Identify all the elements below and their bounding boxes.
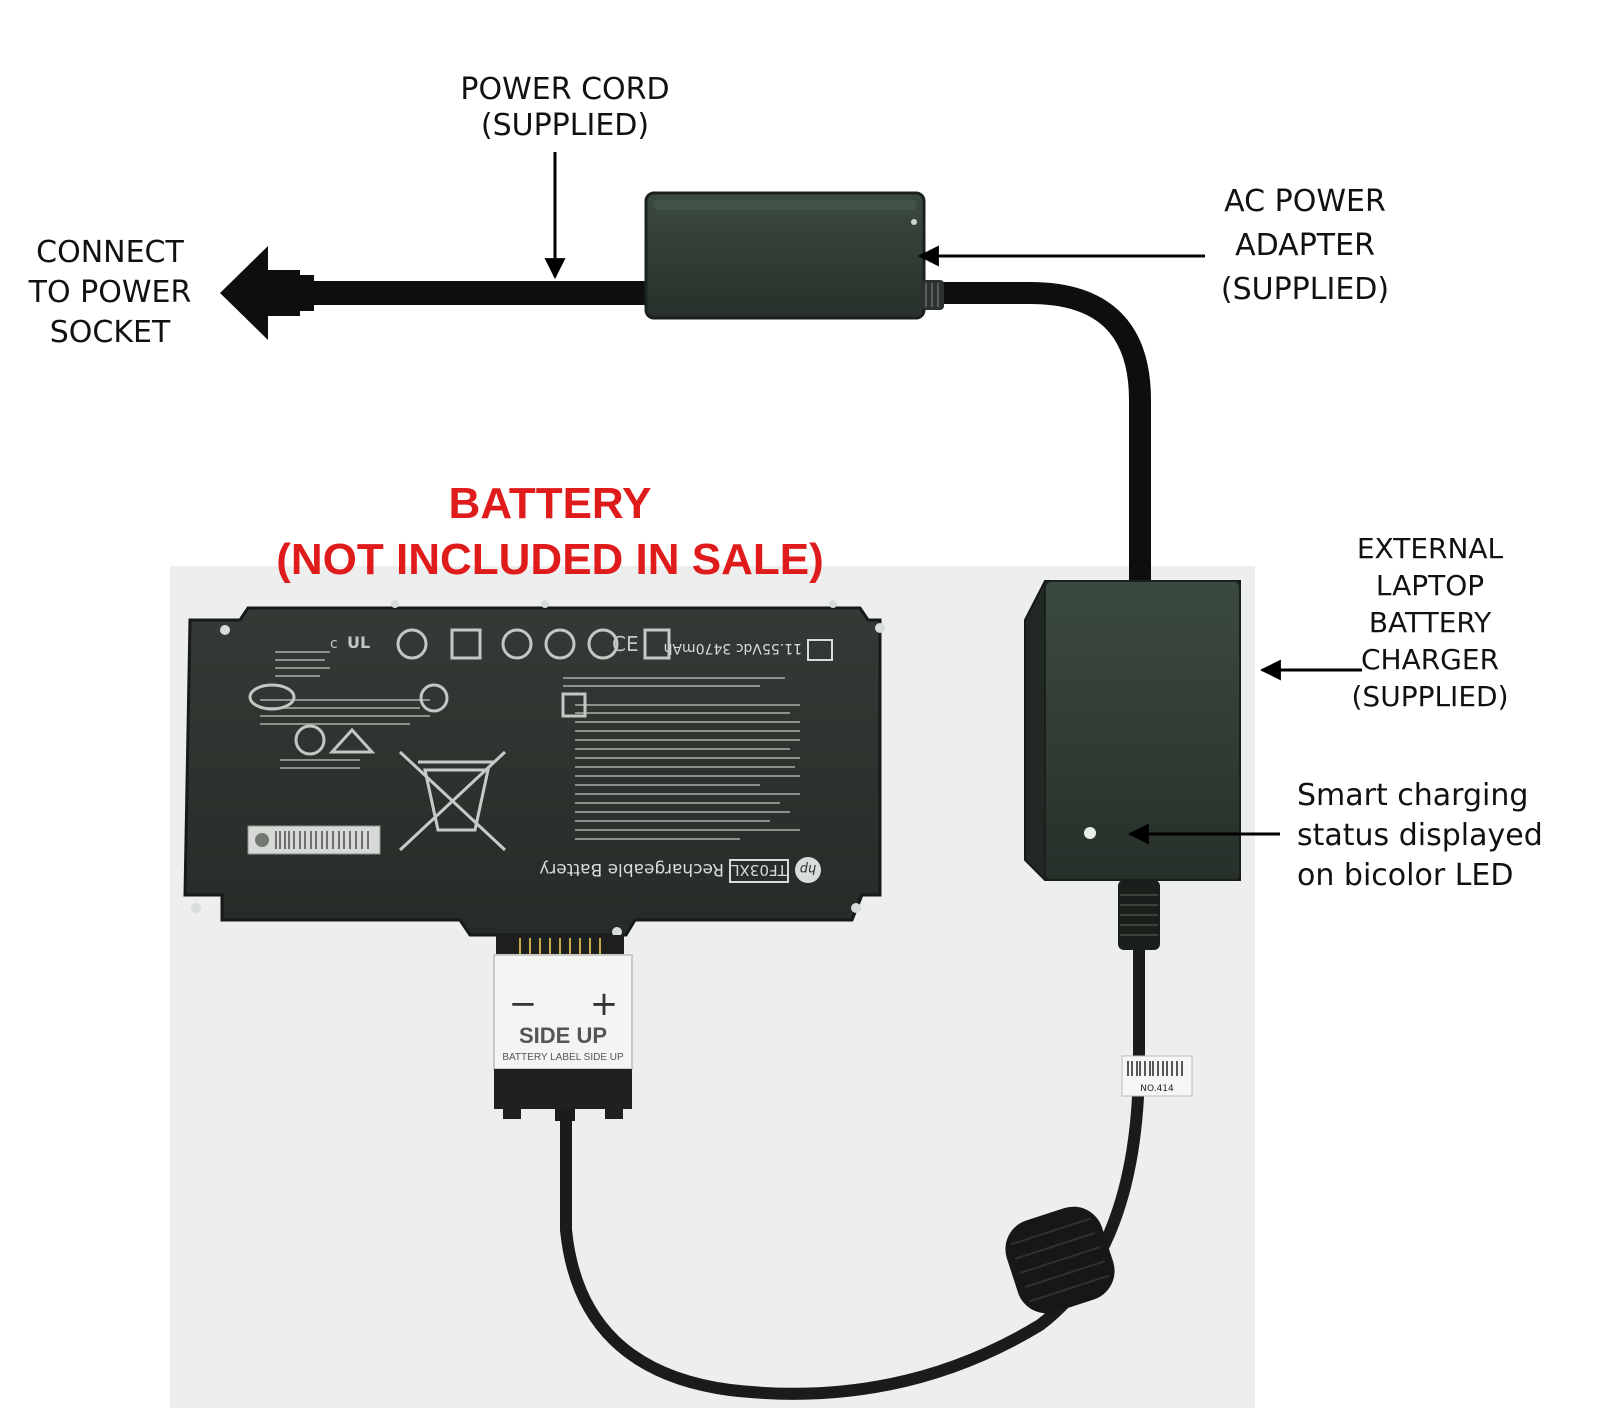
battery-voltage: 11.55Vdc 3470mAh xyxy=(664,640,802,656)
socket-arrow-icon xyxy=(220,246,268,340)
external-battery-charger xyxy=(1024,580,1241,950)
connector-plus: + xyxy=(590,984,619,1024)
connector-minus: − xyxy=(509,984,538,1024)
battery-connector: − + SIDE UP BATTERY LABEL SIDE UP xyxy=(493,935,633,1121)
cable-tag-number: NO.414 xyxy=(1140,1084,1174,1094)
charger-cable xyxy=(560,950,1145,1400)
power-cord xyxy=(220,246,650,340)
laptop-battery: c UL CE xyxy=(183,600,885,937)
svg-text:c: c xyxy=(330,636,338,652)
battery-brand: hp xyxy=(800,861,817,876)
connect-socket-label: CONNECT TO POWER SOCKET xyxy=(28,235,192,350)
hp-logo-icon xyxy=(795,857,821,883)
ac-adapter-label: AC POWER ADAPTER (SUPPLIED) xyxy=(1220,184,1390,307)
charger-label: EXTERNAL LAPTOP BATTERY CHARGER (SUPPLIE… xyxy=(1351,532,1509,713)
svg-text:UL: UL xyxy=(347,633,370,652)
connector-sub-label: BATTERY LABEL SIDE UP xyxy=(502,1052,624,1063)
power-cord-label: POWER CORD (SUPPLIED) xyxy=(460,72,670,143)
battery-name: Rechargeable Battery xyxy=(539,859,724,879)
dc-cable-top xyxy=(935,282,1151,590)
battery-model: TF03XL xyxy=(731,861,788,879)
battery-not-included-label: BATTERY (NOT INCLUDED IN SALE) xyxy=(276,479,824,584)
ac-power-adapter xyxy=(644,191,944,320)
cable-ferrite xyxy=(1005,1206,1115,1314)
cable-tag: NO.414 xyxy=(1121,1055,1193,1097)
connector-side-up: SIDE UP xyxy=(519,1023,607,1048)
led-status-label: Smart charging status displayed on bicol… xyxy=(1297,778,1543,893)
svg-text:CE: CE xyxy=(612,632,639,656)
bicolor-led-icon xyxy=(1084,827,1096,839)
